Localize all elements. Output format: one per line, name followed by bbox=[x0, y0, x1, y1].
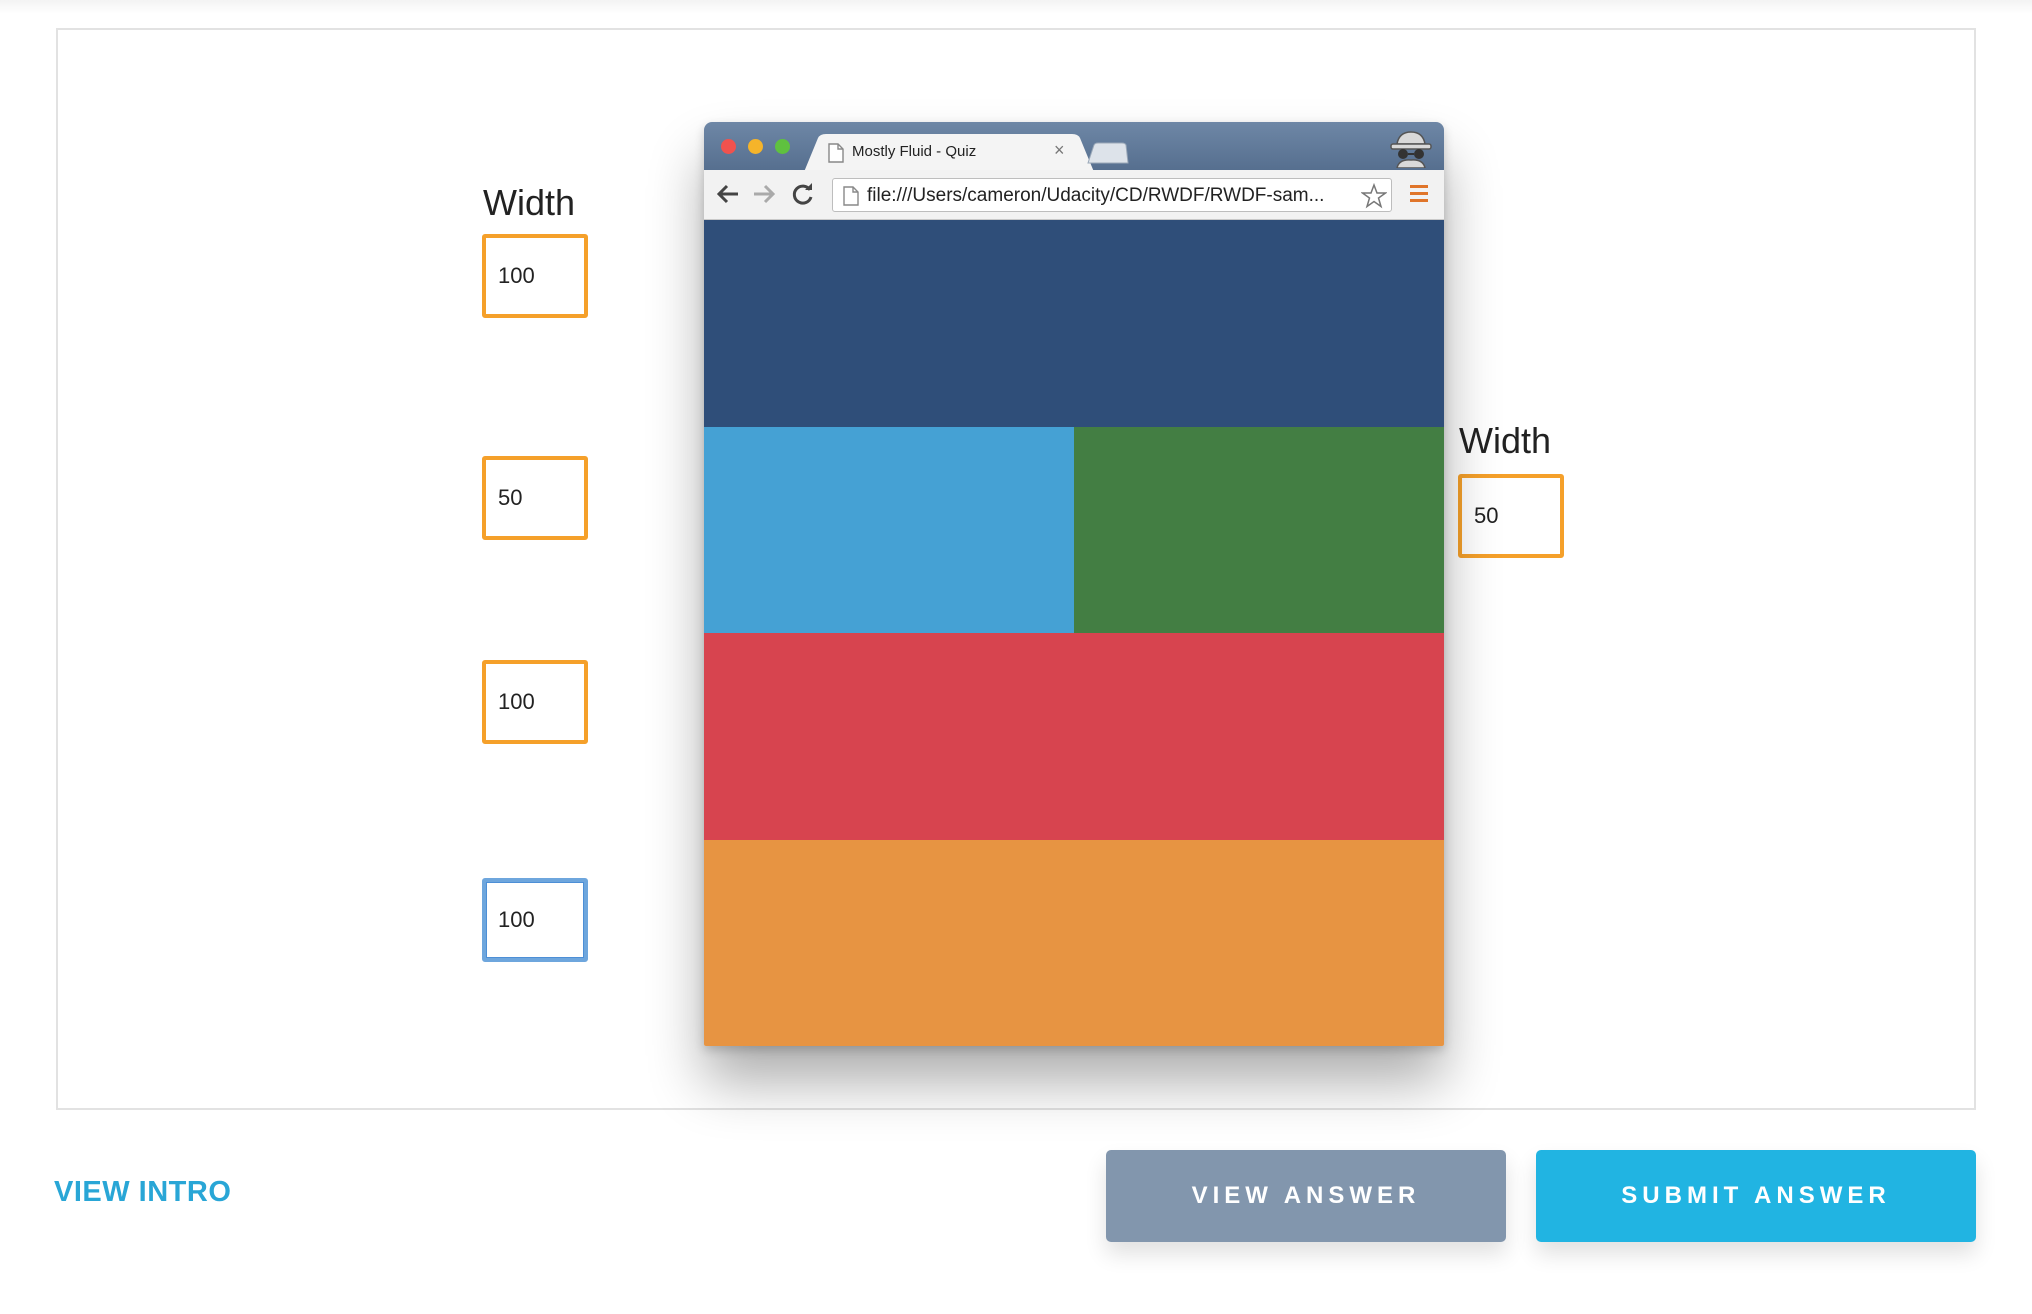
maximize-window-icon[interactable] bbox=[775, 139, 790, 154]
close-window-icon[interactable] bbox=[721, 139, 736, 154]
right-width-label: Width bbox=[1459, 420, 1552, 461]
view-intro-link[interactable]: VIEW INTRO bbox=[54, 1176, 232, 1208]
incognito-icon bbox=[1390, 131, 1432, 168]
forward-arrow-icon[interactable] bbox=[752, 183, 776, 205]
left-width-label: Width bbox=[483, 182, 576, 223]
row2-right-block bbox=[1074, 427, 1444, 633]
quiz-frame: Width Width Mostly Fluid - Quiz × bbox=[56, 28, 1976, 1110]
row3-width-input[interactable] bbox=[482, 660, 588, 744]
browser-titlebar: Mostly Fluid - Quiz × bbox=[704, 122, 1444, 172]
reload-icon[interactable] bbox=[791, 182, 815, 206]
view-answer-button[interactable]: VIEW ANSWER bbox=[1106, 1150, 1506, 1242]
page-document-icon bbox=[843, 186, 859, 206]
row1-block bbox=[704, 220, 1444, 427]
browser-tab[interactable] bbox=[804, 134, 1094, 172]
row1-width-input[interactable] bbox=[482, 234, 588, 318]
new-tab-button[interactable] bbox=[1086, 142, 1130, 164]
tab-close-icon[interactable]: × bbox=[1054, 140, 1065, 160]
browser-toolbar: file:///Users/cameron/Udacity/CD/RWDF/RW… bbox=[704, 170, 1444, 220]
tab-title: Mostly Fluid - Quiz bbox=[852, 143, 977, 160]
row2-left-width-input[interactable] bbox=[482, 456, 588, 540]
row4-width-input[interactable] bbox=[482, 878, 588, 962]
row4-block bbox=[704, 840, 1444, 1046]
back-arrow-icon[interactable] bbox=[716, 183, 740, 205]
row2-right-width-input[interactable] bbox=[1458, 474, 1564, 558]
minimize-window-icon[interactable] bbox=[748, 139, 763, 154]
bookmark-star-icon[interactable] bbox=[1361, 183, 1387, 209]
row2-left-block bbox=[704, 427, 1074, 633]
browser-viewport bbox=[704, 220, 1444, 1046]
hamburger-menu-icon[interactable] bbox=[1410, 185, 1428, 203]
document-icon bbox=[828, 143, 844, 163]
submit-answer-button[interactable]: SUBMIT ANSWER bbox=[1536, 1150, 1976, 1242]
address-url: file:///Users/cameron/Udacity/CD/RWDF/RW… bbox=[867, 185, 1325, 206]
browser-window: Mostly Fluid - Quiz × bbox=[704, 122, 1444, 1046]
top-divider bbox=[0, 0, 2032, 14]
row3-block bbox=[704, 633, 1444, 840]
address-bar[interactable]: file:///Users/cameron/Udacity/CD/RWDF/RW… bbox=[832, 178, 1392, 212]
